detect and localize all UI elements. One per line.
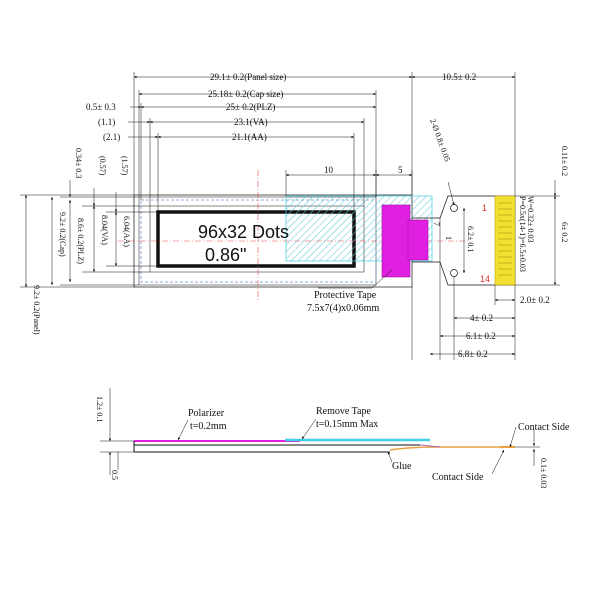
fpc-stiffener <box>494 195 516 286</box>
fpc-pins <box>498 202 512 276</box>
pin-1-label: 1 <box>482 203 487 213</box>
dim-tape-10: 10 <box>324 165 334 175</box>
dim-pin-width: 1 <box>444 236 453 240</box>
dim-aa-offset: (2.1) <box>103 132 120 142</box>
dim-va-width: 23.1(VA) <box>234 117 268 127</box>
pin-14-label: 14 <box>480 274 490 284</box>
fpc-hole-bottom <box>450 269 458 277</box>
vertical-dimensions: 9.2± 0.2(Panel) 9.2± 0.2(Cap) 0.34± 0.3 … <box>20 148 158 335</box>
side-view: 1.2± 0.1 0.5 Polarizer t=0.2mm Remove Ta… <box>95 388 570 488</box>
dim-va-top: (0.57) <box>98 156 107 176</box>
remove-tape-spec: t=0.15mm Max <box>316 419 378 430</box>
dim-hole-gap: 7 <box>432 222 441 226</box>
dim-cap-width: 25.18± 0.2(Cap size) <box>208 89 283 99</box>
dim-pad-width: W=0.32± 0.03 <box>526 196 535 242</box>
dim-top-offset: 0.34± 0.3 <box>74 148 83 178</box>
dim-4: 4± 0.2 <box>470 313 493 323</box>
front-view: 96x32 Dots 0.86" 1 14 <box>118 170 516 300</box>
dim-thickness-small: 0.5 <box>110 470 119 480</box>
remove-tape-title: Remove Tape <box>316 406 371 417</box>
dim-va-offset: (1.1) <box>98 117 115 127</box>
dim-stiffener: 2.0± 0.2 <box>520 295 550 305</box>
fpc-neck <box>407 219 429 261</box>
glue-label: Glue <box>392 461 412 472</box>
display-text-size: 0.86" <box>205 245 246 265</box>
contact-side-bottom-label: Contact Side <box>432 472 484 483</box>
dim-fpc-top-offset: 0.11± 0.2 <box>560 146 569 176</box>
dim-6-8: 6.8± 0.2 <box>458 349 488 359</box>
fpc-side <box>389 446 500 451</box>
dim-plz-width: 25± 0.2(PLZ) <box>226 102 275 112</box>
dim-va-height: 8.04(VA) <box>100 215 109 245</box>
fpc-bond-pad <box>381 204 411 278</box>
dim-panel-width: 29.1± 0.2(Panel size) <box>210 72 286 82</box>
dim-plz-height: 8.6± 0.2(PLZ) <box>76 218 85 264</box>
dim-hole-spacing: 6.2± 0.1 <box>466 226 475 252</box>
dim-aa-top: (1.57) <box>120 156 129 176</box>
dim-fpc-length: 10.5± 0.2 <box>442 72 476 82</box>
fpc-dimensions: 2-Ø 0.8± 0.05 6.2± 0.1 7 1 P=0.5x(14-1)=… <box>411 118 569 360</box>
dim-fpc-thickness: 0.1± 0.03 <box>539 458 548 488</box>
dim-6-1: 6.1± 0.2 <box>466 331 496 341</box>
protective-tape-spec: 7.5x7(4)x0.06mm <box>307 303 379 314</box>
dim-aa-height: 6.04(AA) <box>122 216 131 247</box>
dim-thickness-total: 1.2± 0.1 <box>95 396 104 422</box>
polarizer-spec: t=0.2mm <box>190 421 227 432</box>
display-text-resolution: 96x32 Dots <box>198 222 289 242</box>
polarizer-title: Polarizer <box>188 408 225 419</box>
dim-plz-offset: 0.5± 0.3 <box>86 102 116 112</box>
dim-fpc-height: 6± 0.2 <box>560 222 569 242</box>
dim-tape-5: 5 <box>398 165 403 175</box>
dim-panel-height: 9.2± 0.2(Panel) <box>32 285 41 335</box>
dim-pitch: P=0.5x(14-1)=6.5±0.03 <box>518 196 527 272</box>
contact-side-top-label: Contact Side <box>518 422 570 433</box>
fpc-hole-top <box>450 204 458 212</box>
dim-cap-height: 9.2± 0.2(Cap) <box>58 212 67 257</box>
protective-tape-title: Protective Tape <box>314 290 377 301</box>
protective-tape-callout: Protective Tape 7.5x7(4)x0.06mm <box>307 269 393 314</box>
horizontal-dimensions: 29.1± 0.2(Panel size) 10.5± 0.2 25.18± 0… <box>86 72 516 212</box>
dim-aa-width: 21.1(AA) <box>232 132 267 142</box>
dim-hole-diameter: 2-Ø 0.8± 0.05 <box>428 118 452 163</box>
